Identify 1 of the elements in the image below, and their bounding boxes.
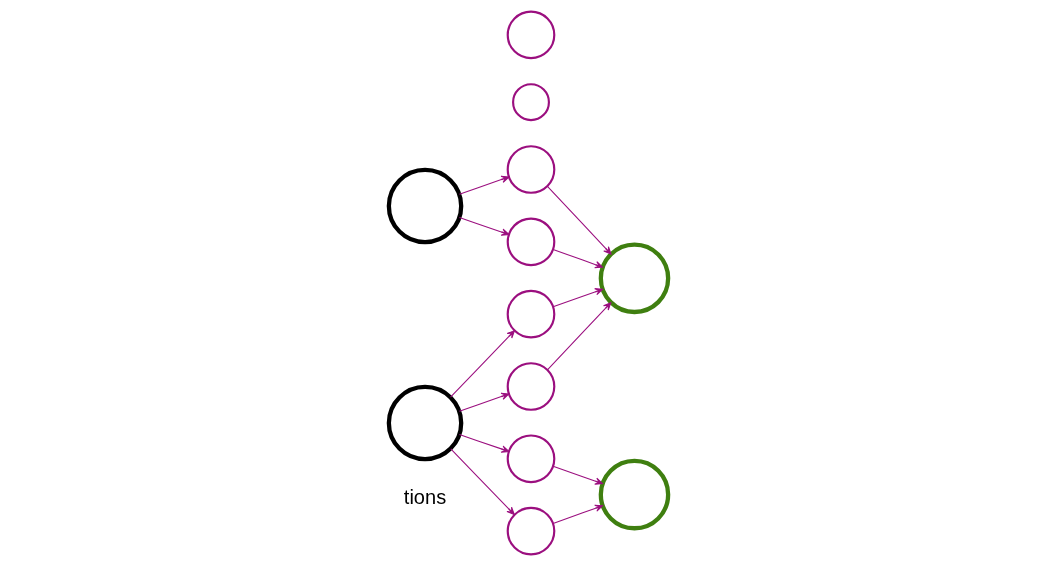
label: tions [403, 485, 447, 508]
